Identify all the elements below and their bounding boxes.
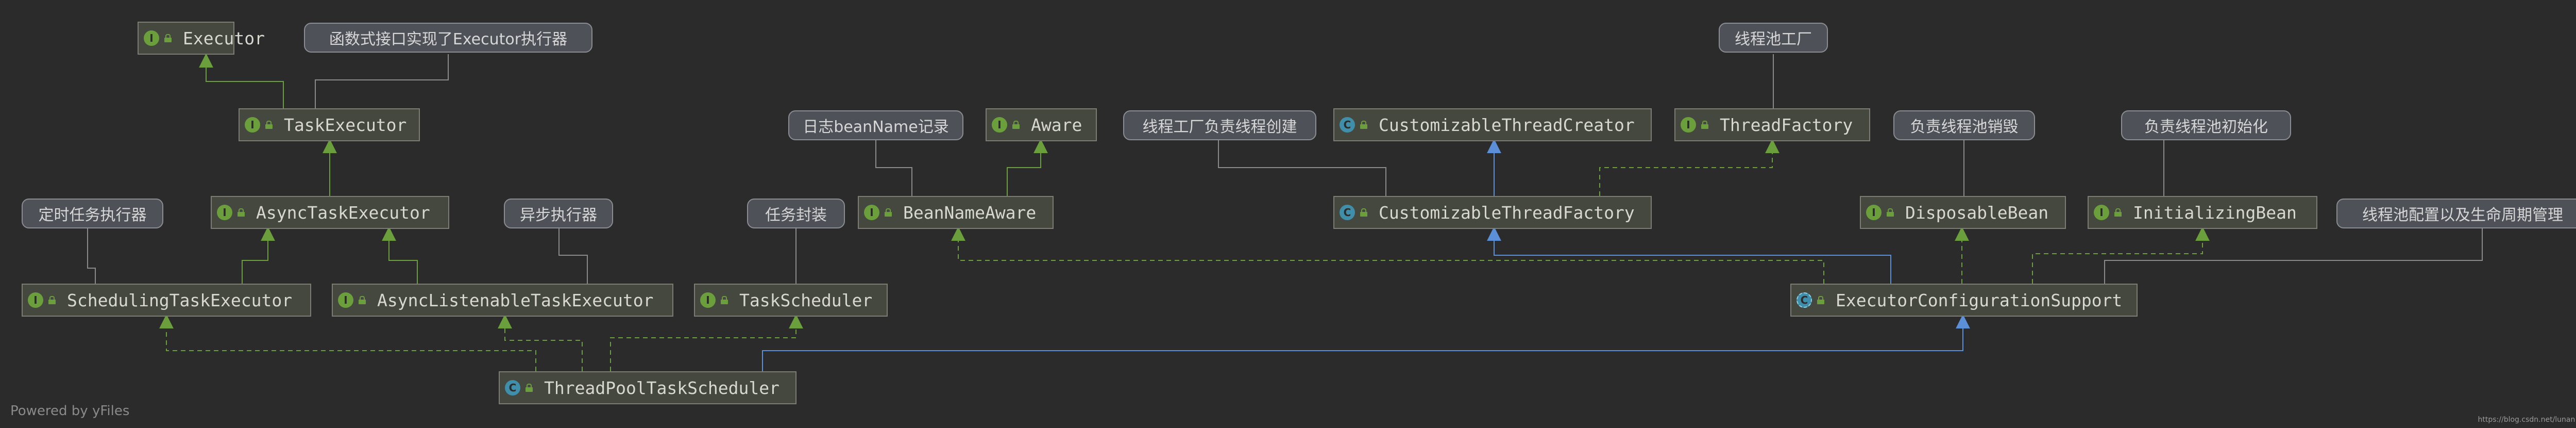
edge-executorconfig-customizablethreadfactory bbox=[1487, 226, 1891, 284]
interface-icon: I bbox=[992, 117, 1007, 133]
note-init-pool: 负责线程池初始化 bbox=[2121, 110, 2291, 140]
node-label: SchedulingTaskExecutor bbox=[67, 290, 293, 310]
lock-icon bbox=[1012, 121, 1020, 129]
edge-executorconfig-beannameaware bbox=[951, 226, 1824, 284]
node-customizable-thread-creator[interactable]: C CustomizableThreadCreator bbox=[1333, 108, 1652, 141]
interface-icon: I bbox=[700, 292, 716, 308]
node-label: BeanNameAware bbox=[903, 202, 1037, 223]
node-executor-configuration-support[interactable]: C ExecutorConfigurationSupport bbox=[1790, 284, 2138, 317]
note-config-lifecycle: 线程池配置以及生命周期管理 bbox=[2336, 199, 2576, 228]
note-destroy-pool: 负责线程池销毁 bbox=[1893, 110, 2035, 140]
lock-icon bbox=[238, 208, 245, 217]
lock-icon bbox=[885, 208, 892, 217]
interface-icon: I bbox=[1866, 205, 1882, 220]
lock-icon bbox=[721, 296, 728, 304]
interface-icon: I bbox=[864, 205, 879, 220]
lock-icon bbox=[1887, 208, 1894, 217]
note-scheduled-executor: 定时任务执行器 bbox=[22, 199, 163, 228]
node-thread-factory[interactable]: I ThreadFactory bbox=[1674, 108, 1870, 141]
edge-executorconfig-initializingbean bbox=[2032, 226, 2210, 284]
node-initializing-bean[interactable]: I InitializingBean bbox=[2088, 196, 2317, 229]
source-watermark: https://blog.csdn.net/lunan1991 bbox=[2478, 416, 2576, 424]
interface-icon: I bbox=[144, 30, 159, 46]
node-label: AsyncTaskExecutor bbox=[256, 202, 430, 223]
node-executor[interactable]: I Executor bbox=[138, 22, 265, 55]
node-async-task-executor[interactable]: I AsyncTaskExecutor bbox=[211, 196, 449, 229]
node-label: TaskExecutor bbox=[284, 114, 407, 135]
node-label: Aware bbox=[1031, 114, 1082, 135]
node-label: AsyncListenableTaskExecutor bbox=[377, 290, 654, 310]
node-label: ThreadPoolTaskScheduler bbox=[544, 377, 779, 398]
edge-asynclistenable-asynctaskexecutor bbox=[382, 226, 418, 284]
abstract-class-icon: C bbox=[1797, 292, 1812, 308]
class-icon: C bbox=[1340, 205, 1355, 220]
note-link-async-executor bbox=[558, 228, 588, 284]
node-task-executor[interactable]: I TaskExecutor bbox=[239, 108, 420, 141]
note-link-functional-interface bbox=[315, 54, 449, 108]
edge-threadpool-executorconfig bbox=[762, 314, 1970, 371]
note-connectors bbox=[87, 54, 2483, 284]
node-disposable-bean[interactable]: I DisposableBean bbox=[1860, 196, 2066, 229]
edge-beannameaware-aware bbox=[1007, 139, 1048, 196]
note-bean-name-log: 日志beanName记录 bbox=[788, 110, 963, 140]
note-link-config-lifecycle bbox=[2104, 228, 2483, 284]
lock-icon bbox=[164, 34, 172, 42]
interface-icon: I bbox=[217, 205, 232, 220]
lock-icon bbox=[2114, 208, 2122, 217]
node-task-scheduler[interactable]: I TaskScheduler bbox=[694, 284, 888, 317]
note-async-executor: 异步执行器 bbox=[504, 199, 613, 228]
node-customizable-thread-factory[interactable]: C CustomizableThreadFactory bbox=[1333, 196, 1652, 229]
node-async-listenable-task-executor[interactable]: I AsyncListenableTaskExecutor bbox=[332, 284, 673, 317]
interface-icon: I bbox=[338, 292, 353, 308]
note-functional-interface: 函数式接口实现了Executor执行器 bbox=[304, 23, 592, 53]
node-aware[interactable]: I Aware bbox=[986, 108, 1097, 141]
class-icon: C bbox=[1340, 117, 1355, 133]
edge-threadpool-taskscheduler bbox=[610, 314, 803, 371]
node-label: CustomizableThreadFactory bbox=[1379, 202, 1635, 223]
node-label: InitializingBean bbox=[2133, 202, 2297, 223]
implements-edges bbox=[159, 139, 2210, 371]
node-bean-name-aware[interactable]: I BeanNameAware bbox=[858, 196, 1054, 229]
class-extends-edges bbox=[1487, 139, 1891, 284]
node-thread-pool-task-scheduler[interactable]: C ThreadPoolTaskScheduler bbox=[499, 371, 796, 404]
lock-icon bbox=[1817, 296, 1824, 304]
lock-icon bbox=[526, 384, 533, 392]
lock-icon bbox=[359, 296, 366, 304]
class-icon: C bbox=[505, 380, 520, 396]
node-label: DisposableBean bbox=[1905, 202, 2049, 223]
note-link-scheduled-executor bbox=[87, 228, 96, 284]
edge-threadpool-schedulingtaskexecutor bbox=[159, 314, 536, 371]
interface-extends-edges bbox=[199, 53, 1048, 284]
node-label: ExecutorConfigurationSupport bbox=[1836, 290, 2123, 310]
edge-threadpool-asynclistenable bbox=[498, 314, 583, 371]
interface-icon: I bbox=[2094, 205, 2109, 220]
edge-schedulingtaskexecutor-asynctaskexecutor bbox=[242, 226, 275, 284]
powered-by-footer: Powered by yFiles bbox=[10, 403, 130, 419]
node-label: CustomizableThreadCreator bbox=[1379, 114, 1635, 135]
lock-icon bbox=[265, 121, 273, 129]
node-scheduling-task-executor[interactable]: I SchedulingTaskExecutor bbox=[22, 284, 311, 317]
note-task-wrapper: 任务封装 bbox=[747, 199, 845, 228]
node-label: ThreadFactory bbox=[1720, 114, 1853, 135]
lock-icon bbox=[48, 296, 56, 304]
note-link-thread-factory-creation bbox=[1218, 140, 1386, 196]
note-link-bean-name-log bbox=[875, 140, 912, 196]
note-thread-pool-factory: 线程池工厂 bbox=[1719, 23, 1828, 53]
interface-icon: I bbox=[1681, 117, 1696, 133]
lock-icon bbox=[1360, 121, 1367, 129]
interface-icon: I bbox=[28, 292, 43, 308]
node-label: Executor bbox=[183, 28, 265, 48]
note-thread-factory-creation: 线程工厂负责线程创建 bbox=[1123, 110, 1316, 140]
lock-icon bbox=[1701, 121, 1708, 129]
interface-icon: I bbox=[245, 117, 260, 133]
edge-taskexecutor-executor bbox=[199, 53, 284, 108]
node-label: TaskScheduler bbox=[739, 290, 873, 310]
lock-icon bbox=[1360, 208, 1367, 217]
edge-customizablethreadfactory-threadfactory bbox=[1599, 139, 1780, 196]
